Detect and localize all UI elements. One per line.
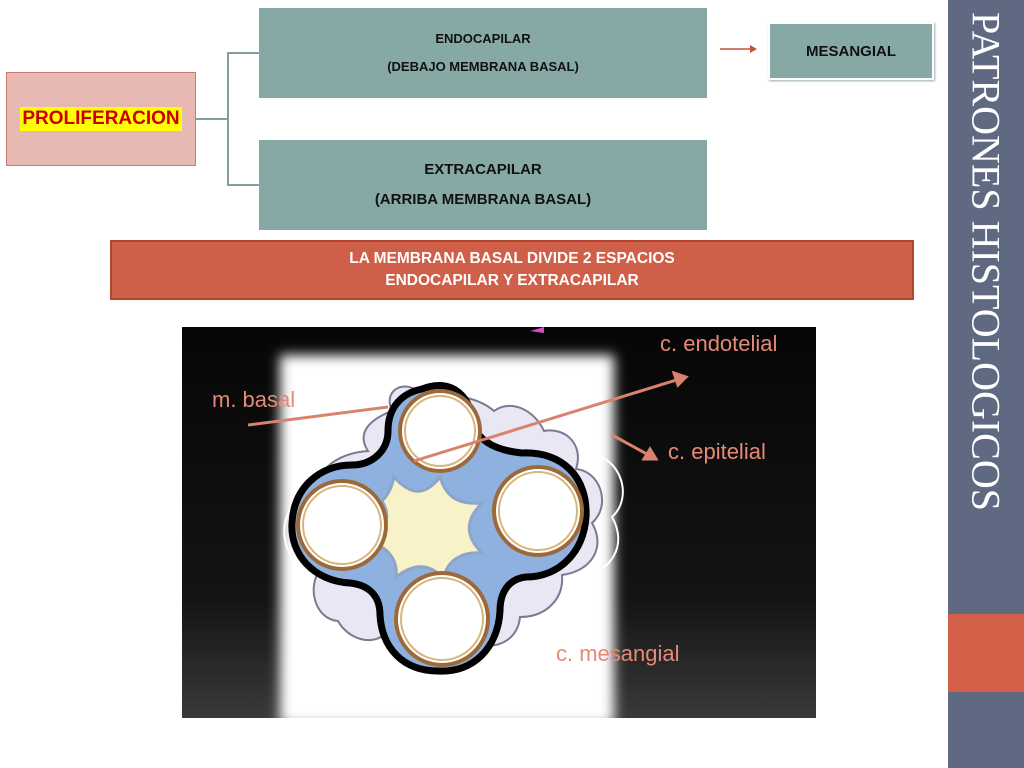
connector-to-endo bbox=[227, 52, 259, 54]
side-accent-block bbox=[948, 614, 1024, 692]
capillary-diagram-drawing bbox=[182, 327, 816, 718]
mesangial-box: MESANGIAL bbox=[768, 22, 934, 80]
connector-prolif-horizontal bbox=[196, 118, 228, 120]
extracapilar-title: EXTRACAPILAR bbox=[424, 161, 542, 178]
banner-line-1: LA MEMBRANA BASAL DIVIDE 2 ESPACIOS bbox=[349, 250, 675, 267]
arrow-right-icon bbox=[720, 45, 757, 53]
mesangial-label: MESANGIAL bbox=[806, 42, 896, 60]
connector-vertical bbox=[227, 52, 229, 186]
endocapilar-title: ENDOCAPILAR bbox=[435, 31, 531, 46]
endocapilar-box: ENDOCAPILAR (DEBAJO MEMBRANA BASAL) bbox=[259, 8, 707, 98]
side-title-container: PATRONES HISTOLOGICOS bbox=[948, 0, 1024, 768]
slide-title: PATRONES HISTOLOGICOS bbox=[963, 12, 1009, 511]
label-basal: m. basal bbox=[212, 387, 296, 412]
connector-to-extra bbox=[227, 184, 259, 186]
extracapilar-box: EXTRACAPILAR (ARRIBA MEMBRANA BASAL) bbox=[259, 140, 707, 230]
membrana-basal-banner: LA MEMBRANA BASAL DIVIDE 2 ESPACIOS ENDO… bbox=[110, 240, 914, 300]
label-endotelial: c. endotelial bbox=[660, 331, 778, 356]
capillary-diagram: c. endotelial m. basal c. epitelial c. m… bbox=[182, 327, 816, 718]
banner-line-2: ENDOCAPILAR Y EXTRACAPILAR bbox=[385, 272, 639, 289]
label-epitelial: c. epitelial bbox=[668, 439, 766, 464]
extracapilar-subtitle: (ARRIBA MEMBRANA BASAL) bbox=[374, 191, 592, 208]
label-mesangial: c. mesangial bbox=[556, 641, 680, 666]
proliferacion-box: PROLIFERACION bbox=[6, 72, 196, 166]
proliferacion-label: PROLIFERACION bbox=[20, 107, 182, 131]
endocapilar-subtitle: (DEBAJO MEMBRANA BASAL) bbox=[387, 59, 579, 74]
